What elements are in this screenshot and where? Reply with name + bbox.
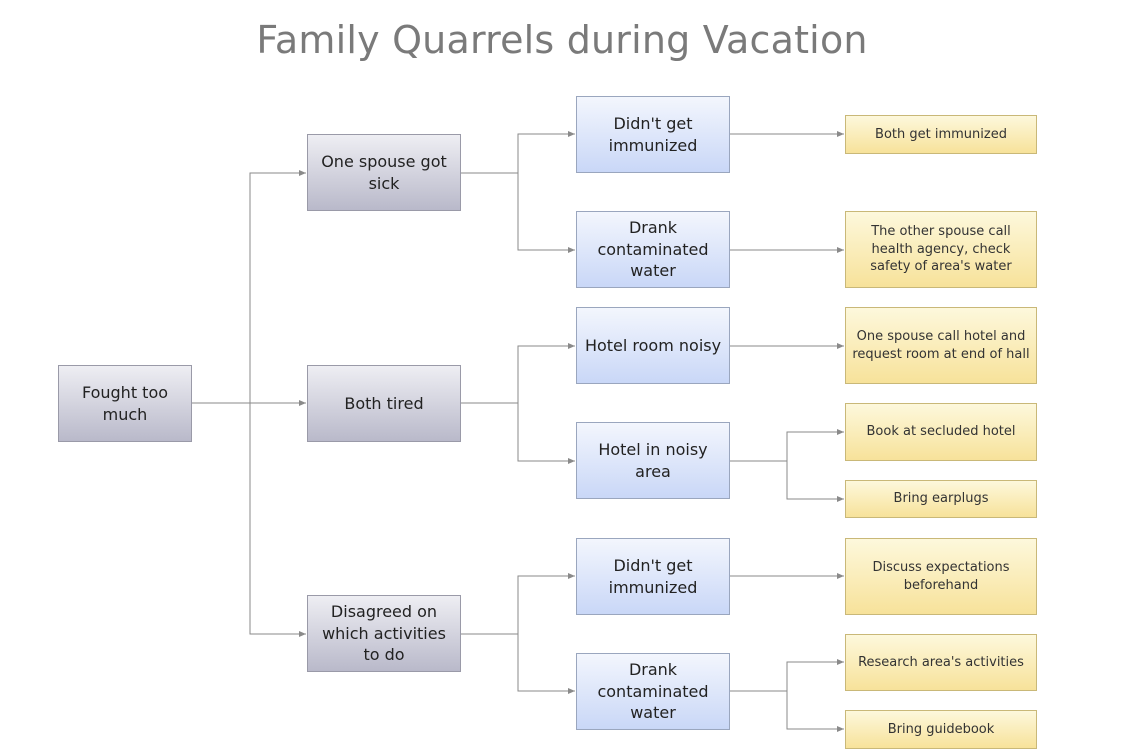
- reason-node-room-noisy[interactable]: Hotel room noisy: [576, 307, 730, 384]
- connector-reason-6-to-solution-7: [730, 659, 844, 692]
- connector-reason-4-to-solution-5: [786, 461, 844, 502]
- solution-node-request-room[interactable]: One spouse call hotel and request room a…: [845, 307, 1037, 384]
- connector-cause-3-to-reason-6: [517, 634, 575, 694]
- cause-node-activities[interactable]: Disagreed on which activities to do: [307, 595, 461, 672]
- solution-node-label: One spouse call hotel and request room a…: [852, 328, 1030, 362]
- solution-node-immunize[interactable]: Both get immunized: [845, 115, 1037, 154]
- connector-cause-1-to-reason-1: [461, 131, 575, 174]
- reason-node-label: Hotel room noisy: [584, 335, 722, 355]
- reason-node-contaminated-water-1[interactable]: Drank contaminated water: [576, 211, 730, 288]
- solution-node-secluded-hotel[interactable]: Book at secluded hotel: [845, 403, 1037, 461]
- solution-node-label: Bring guidebook: [887, 721, 995, 737]
- reason-node-label: Didn't get immunized: [608, 113, 698, 155]
- solution-node-label: Book at secluded hotel: [866, 424, 1016, 440]
- solution-node-discuss-expectations[interactable]: Discuss expectations beforehand: [845, 538, 1037, 615]
- reason-node-contaminated-water-2[interactable]: Drank contaminated water: [576, 653, 730, 730]
- connector-root-to-cause-1: [192, 170, 306, 404]
- reason-node-label: Didn't get immunized: [608, 555, 698, 597]
- cause-node-tired[interactable]: Both tired: [307, 365, 461, 442]
- solution-node-earplugs[interactable]: Bring earplugs: [845, 480, 1037, 518]
- solution-node-label: Discuss expectations beforehand: [872, 559, 1010, 593]
- connector-reason-6-to-solution-8: [786, 691, 844, 732]
- cause-node-sick[interactable]: One spouse got sick: [307, 134, 461, 211]
- diagram-title: Family Quarrels during Vacation: [256, 18, 868, 62]
- connector-cause-3-to-reason-5: [461, 573, 575, 635]
- solution-node-label: Research area's activities: [858, 654, 1024, 670]
- reason-node-not-immunized-1[interactable]: Didn't get immunized: [576, 96, 730, 173]
- connector-cause-2-to-reason-3: [461, 343, 575, 404]
- solution-node-label: Both get immunized: [875, 126, 1007, 142]
- reason-node-not-immunized-2[interactable]: Didn't get immunized: [576, 538, 730, 615]
- root-node[interactable]: Fought too much: [58, 365, 192, 442]
- solution-node-label: Bring earplugs: [893, 491, 989, 507]
- cause-node-label: Disagreed on which activities to do: [322, 602, 446, 665]
- solution-node-research-activities[interactable]: Research area's activities: [845, 634, 1037, 691]
- reason-node-label: Drank contaminated water: [597, 660, 709, 723]
- connector-cause-1-to-reason-2: [517, 173, 575, 253]
- reason-node-noisy-area[interactable]: Hotel in noisy area: [576, 422, 730, 499]
- solution-node-label: The other spouse call health agency, che…: [870, 224, 1012, 275]
- connector-root-to-cause-3: [249, 403, 306, 637]
- reason-node-label: Hotel in noisy area: [598, 439, 708, 481]
- cause-node-label: One spouse got sick: [321, 151, 447, 193]
- connector-reason-4-to-solution-4: [730, 429, 844, 462]
- connector-cause-2-to-reason-4: [517, 403, 575, 464]
- cause-node-label: Both tired: [344, 393, 424, 413]
- solution-node-guidebook[interactable]: Bring guidebook: [845, 710, 1037, 749]
- reason-node-label: Drank contaminated water: [597, 218, 709, 281]
- solution-node-health-agency[interactable]: The other spouse call health agency, che…: [845, 211, 1037, 288]
- root-node-label: Fought too much: [81, 382, 169, 424]
